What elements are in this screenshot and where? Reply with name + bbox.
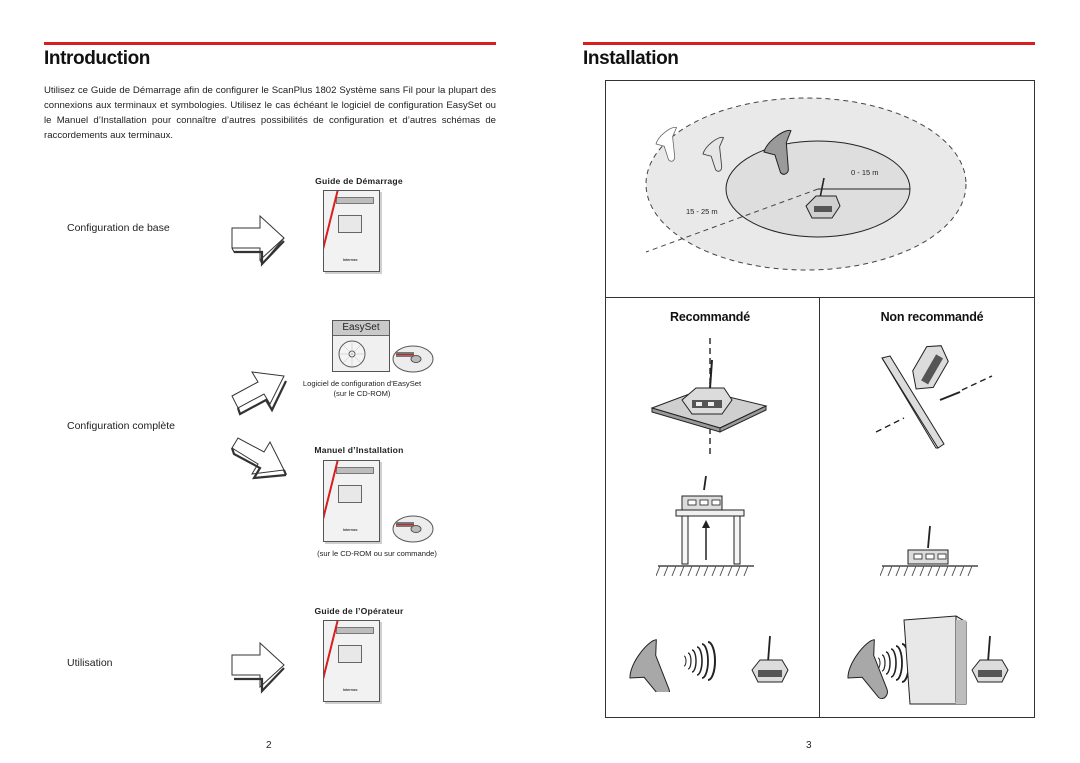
recommended-heading: Recommandé [670,310,750,324]
booklet-icon: Intermec [323,190,380,272]
range-outer-label: 15 - 25 m [686,207,718,216]
usage-label: Utilisation [67,657,113,669]
booklet-icon: Intermec [323,460,380,542]
signal-waves-icon [877,643,910,683]
complete-config-label: Configuration complète [67,420,175,432]
panel-divider-vertical [819,297,820,718]
base-station-icon [971,635,1009,683]
cd-rom-icon [338,340,366,368]
easyset-label: EasySet [333,321,389,336]
guide-demarrage-title: Guide de Démarrage [315,176,403,186]
easyset-caption-line2: (sur le CD-ROM) [333,389,391,398]
not-recommended-obstacle [847,615,1009,705]
intro-red-rule [44,42,496,45]
easyset-caption: Logiciel de configuration d’EasySet (sur… [292,379,432,399]
not-recommended-wall-mount [875,345,993,449]
base-station-icon [681,359,733,415]
base-station-icon [751,635,789,683]
scanner-icon [847,639,888,699]
cd-rom-icon [392,515,434,543]
easyset-box-icon: EasySet [332,320,390,372]
install-red-rule [583,42,1035,45]
base-station-icon [912,345,949,390]
arrow-right-icon [231,641,285,694]
scanner-icon [655,127,678,162]
intro-body: Utilisez ce Guide de Démarrage afin de c… [44,85,496,141]
cd-rom-icon [392,345,434,373]
basic-config-label: Configuration de base [67,222,170,234]
guide-operateur-title: Guide de l’Opérateur [314,606,404,616]
scanner-icon [702,137,725,172]
booklet-icon: Intermec [323,620,380,702]
install-title: Installation [583,48,679,69]
arrow-right-icon [231,214,285,267]
range-inner-label: 0 - 15 m [851,168,879,177]
page-number-left: 2 [266,740,272,751]
intro-title: Introduction [44,48,151,69]
arrow-up-right-icon [231,371,287,416]
easyset-caption-line1: Logiciel de configuration d’EasySet [302,379,422,388]
signal-waves-icon [683,641,716,681]
panel-divider-horizontal [605,297,1035,298]
recommended-ceiling-mount [650,338,768,456]
installation-panel [605,80,1035,718]
range-diagram: 0 - 15 m 15 - 25 m [645,97,967,271]
scanner-icon [763,129,792,175]
page-number-right: 3 [806,740,812,751]
manuel-caption: (sur le CD-ROM ou sur commande) [317,549,437,558]
recommended-raised-table [656,475,754,577]
manuel-installation-title: Manuel d’Installation [314,445,404,455]
not-recommended-heading: Non recommandé [880,310,984,324]
arrow-down-right-icon [230,437,288,480]
recommended-line-of-sight [629,635,789,692]
scanner-icon [629,639,670,692]
base-station-icon [805,177,841,219]
not-recommended-floor [880,525,978,577]
